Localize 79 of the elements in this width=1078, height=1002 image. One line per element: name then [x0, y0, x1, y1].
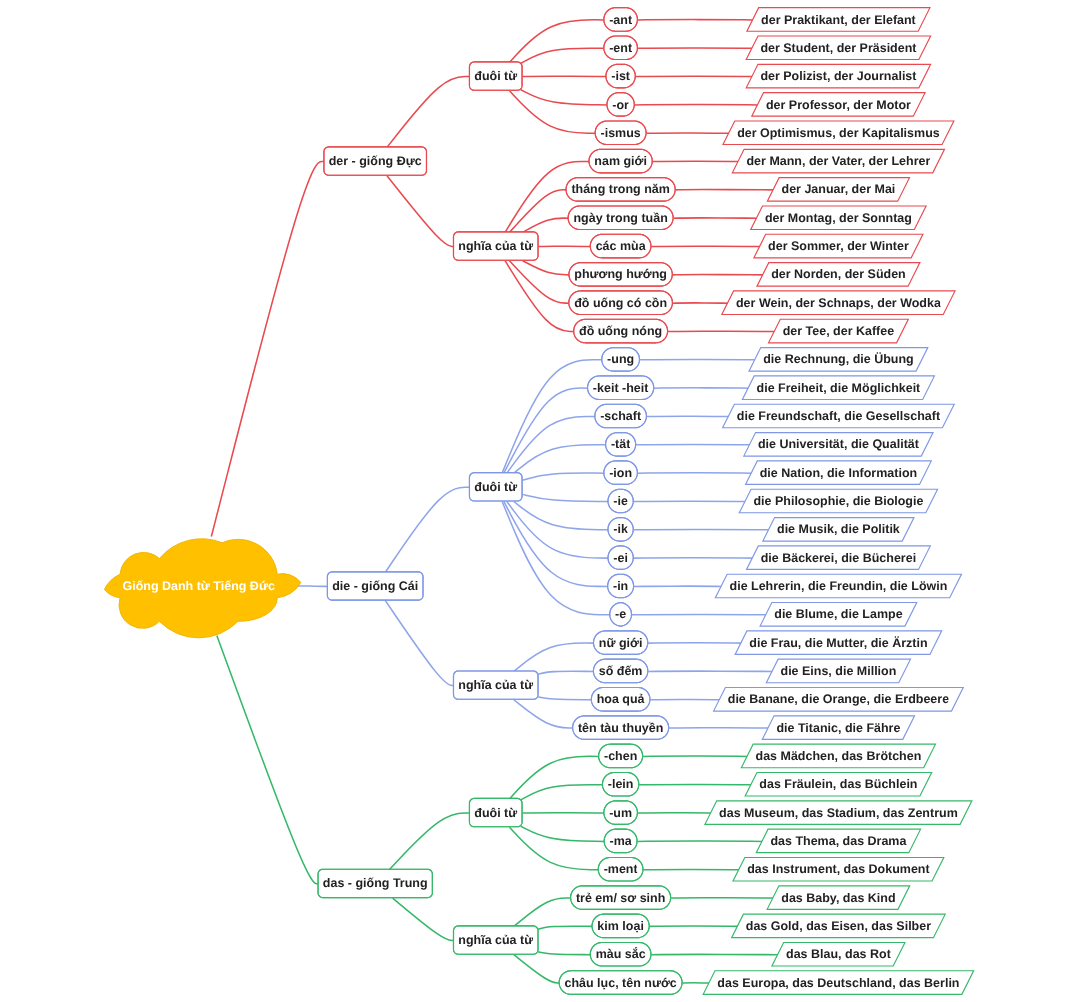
connector	[501, 359, 603, 474]
connector	[519, 783, 604, 801]
connector	[521, 472, 606, 482]
connector	[668, 727, 770, 729]
connector	[647, 670, 774, 673]
connector	[637, 47, 754, 49]
connector	[646, 415, 730, 418]
connector	[642, 868, 741, 871]
connector	[521, 259, 571, 276]
connector	[506, 500, 610, 559]
connector	[216, 634, 320, 885]
connector	[645, 132, 731, 134]
connector	[639, 358, 757, 361]
connector	[508, 259, 571, 304]
connector	[681, 981, 711, 984]
connector	[537, 670, 595, 676]
connector	[667, 330, 776, 333]
connector	[632, 528, 770, 531]
connector	[296, 585, 329, 588]
connector	[384, 599, 455, 687]
connector	[653, 387, 750, 389]
connector	[634, 103, 759, 106]
connector	[521, 217, 570, 234]
connector	[506, 415, 597, 474]
connector	[513, 953, 561, 984]
connector	[672, 302, 729, 304]
connector	[637, 18, 755, 21]
connector	[648, 925, 739, 928]
connector	[504, 259, 575, 333]
connector	[508, 755, 600, 800]
connector	[537, 925, 594, 931]
connector	[631, 613, 768, 616]
connector	[504, 160, 591, 234]
connector	[501, 500, 611, 616]
connector	[508, 89, 597, 134]
connector	[391, 897, 455, 942]
connector	[651, 160, 740, 163]
connector	[513, 443, 607, 474]
connector	[636, 840, 764, 843]
connector	[519, 825, 606, 843]
connector	[386, 174, 455, 248]
connector	[503, 500, 609, 588]
connector	[670, 896, 775, 899]
connector	[513, 642, 595, 673]
connector	[638, 783, 753, 786]
connector	[650, 245, 762, 248]
connector	[672, 273, 765, 276]
connector	[650, 953, 779, 956]
connector	[674, 188, 775, 191]
connector	[513, 500, 610, 531]
connector	[672, 217, 758, 219]
connector	[537, 245, 592, 248]
connector	[633, 585, 723, 588]
connector	[635, 443, 751, 446]
connector	[519, 47, 606, 65]
connector	[384, 486, 471, 574]
connector	[386, 75, 471, 149]
connector	[521, 75, 608, 78]
connector	[537, 696, 593, 701]
connector	[388, 812, 471, 871]
connector	[210, 160, 326, 538]
connector	[519, 88, 609, 106]
connector	[521, 493, 610, 503]
connector	[642, 755, 749, 758]
connector	[637, 812, 713, 814]
connector	[508, 826, 600, 871]
connector	[632, 500, 747, 503]
connector	[637, 472, 753, 474]
connector	[649, 698, 721, 701]
connector	[508, 19, 606, 64]
connector	[537, 951, 592, 956]
connector	[508, 189, 568, 234]
connector	[521, 812, 606, 814]
connector	[635, 75, 754, 78]
connector	[503, 387, 589, 474]
connector	[632, 557, 754, 559]
connector	[513, 699, 574, 729]
connector	[647, 642, 743, 644]
connector	[513, 897, 572, 928]
